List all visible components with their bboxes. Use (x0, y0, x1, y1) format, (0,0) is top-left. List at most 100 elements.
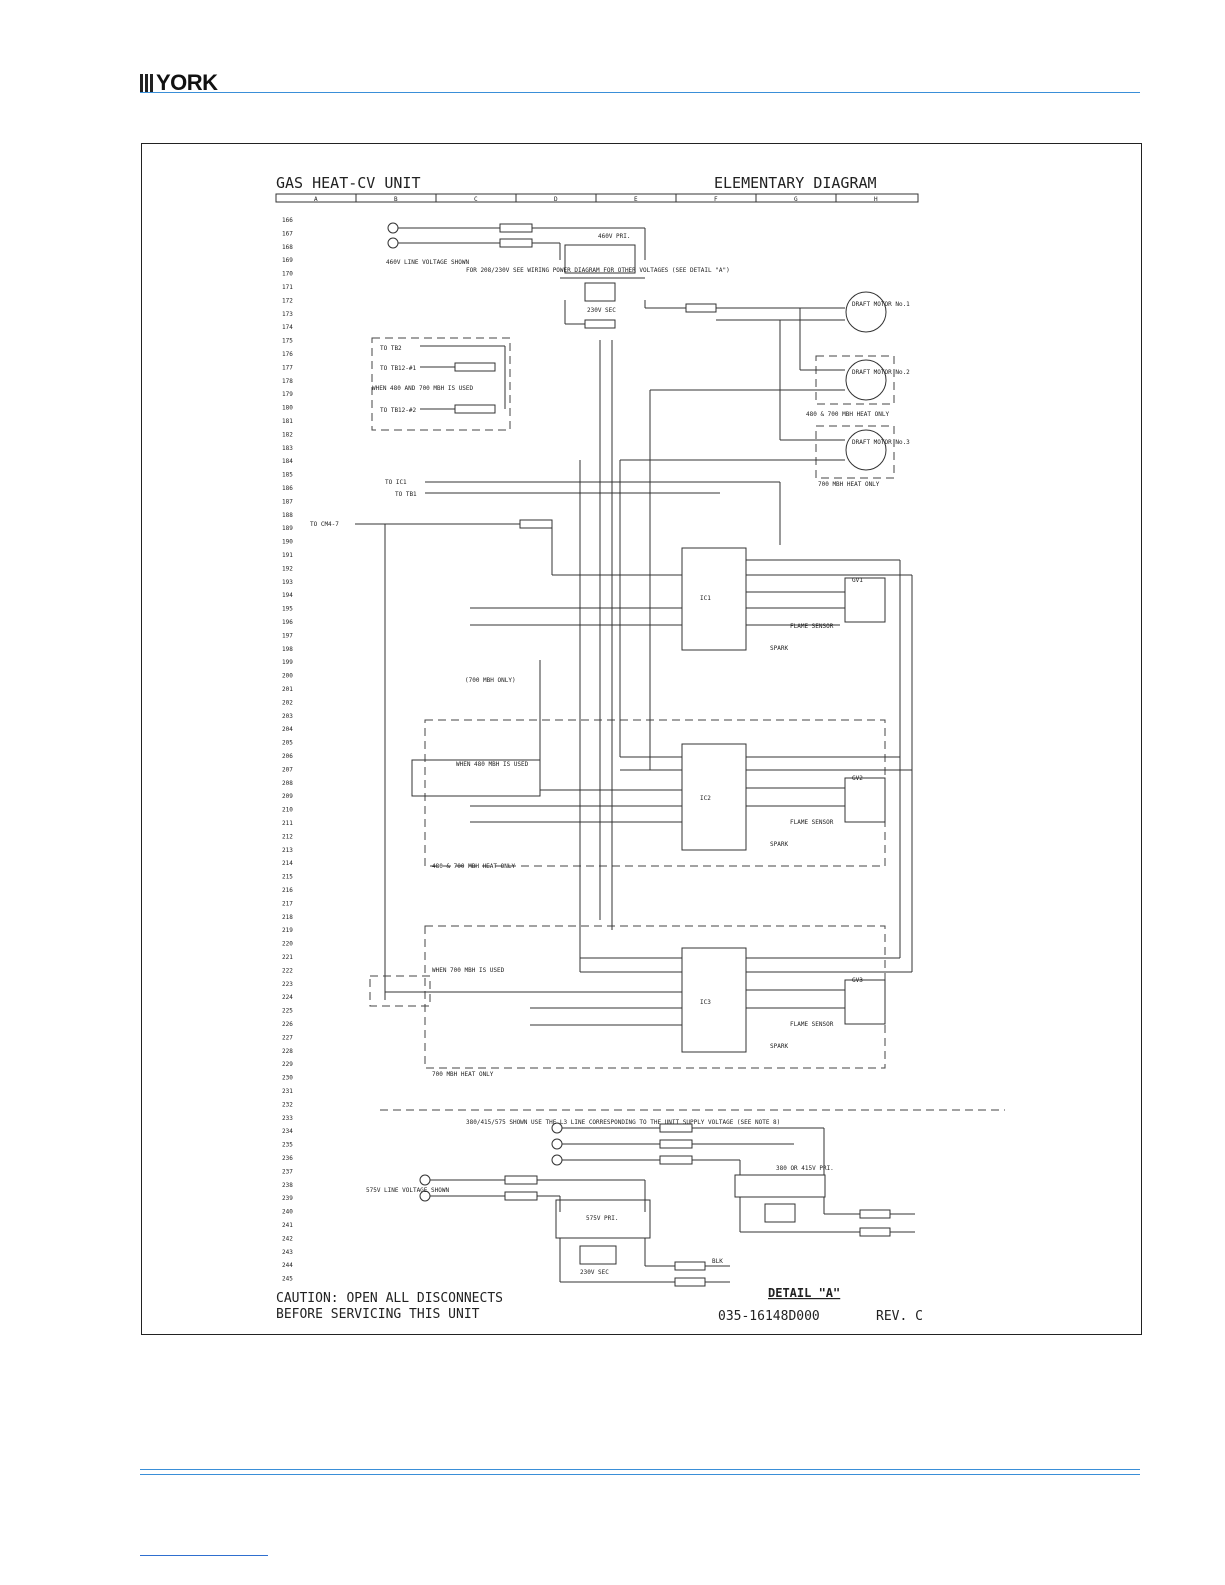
line-number: 216 (282, 887, 293, 894)
line-number: 195 (282, 606, 293, 613)
line-number: 221 (282, 954, 293, 961)
line-number: 224 (282, 994, 293, 1001)
line-number: 235 (282, 1142, 293, 1149)
to-tb12-1-label: TO TB12-#1 (380, 365, 417, 372)
line-number: 222 (282, 967, 293, 974)
line-number: 214 (282, 860, 293, 867)
ic1-label: IC1 (700, 595, 711, 602)
line-number: 166 (282, 217, 293, 224)
grid-letter: C (474, 196, 478, 203)
draft-motors: DRAFT MOTOR No.1 DRAFT MOTOR No.2 480 & … (620, 291, 910, 488)
ic3-section: WHEN 700 MBH IS USED 700 MBH HEAT ONLY I… (369, 925, 912, 1078)
line-number: 227 (282, 1034, 293, 1041)
ic3-label: IC3 (700, 999, 711, 1006)
grid-letter: F (714, 196, 718, 203)
ic2-section: WHEN 480 MBH IS USED 480 & 700 MBH HEAT … (411, 719, 912, 870)
flame-sensor-label-1: FLAME SENSOR (790, 623, 834, 630)
line-number: 169 (282, 257, 293, 264)
line-numbers: 1661671681691701711721731741751761771781… (282, 217, 293, 1283)
to-tb12-2-label: TO TB12-#2 (380, 407, 417, 414)
spark-label-3: SPARK (770, 1043, 788, 1050)
xfmr-575-label: 575V PRI. (586, 1215, 619, 1222)
line-number: 179 (282, 391, 293, 398)
relay-section: TO TB2 TO TB12-#1 WHEN 480 AND 700 MBH I… (371, 337, 511, 431)
line-number: 186 (282, 485, 293, 492)
line-number: 207 (282, 766, 293, 773)
line-number: 243 (282, 1249, 293, 1256)
line-number: 232 (282, 1101, 293, 1108)
xfmr-230-label: 230V SEC (580, 1269, 609, 1276)
only-480-700-label: 480 & 700 MBH HEAT ONLY (806, 411, 889, 418)
line-number: 226 (282, 1021, 293, 1028)
spark-label-1: SPARK (770, 645, 788, 652)
line-number: 199 (282, 659, 293, 666)
line-number: 192 (282, 565, 293, 572)
drawing-number: 035-16148D000 (718, 1309, 820, 1324)
line-number: 168 (282, 244, 293, 251)
detail-a-label: DETAIL "A" (768, 1286, 840, 1300)
draft-motor-3-label: DRAFT MOTOR No.3 (852, 439, 910, 446)
draft-motor-2-label: DRAFT MOTOR No.2 (852, 369, 910, 376)
to-ic1-label: TO IC1 (385, 479, 407, 486)
line-number: 183 (282, 445, 293, 452)
line-number: 217 (282, 900, 293, 907)
line-number: 225 (282, 1008, 293, 1015)
column-grid: A B C D E F G H (275, 193, 919, 203)
line-number: 175 (282, 338, 293, 345)
top-power-section: 460V PRI. 230V SEC 460V LINE VOLTAGE SHO… (386, 222, 845, 329)
line-number: 196 (282, 619, 293, 626)
line-number: 198 (282, 646, 293, 653)
when-700-label: WHEN 700 MBH IS USED (432, 967, 505, 974)
line-number: 218 (282, 914, 293, 921)
grid-letter: E (634, 196, 638, 203)
line-number: 208 (282, 780, 293, 787)
line-number: 190 (282, 539, 293, 546)
draft-motor-1-label: DRAFT MOTOR No.1 (852, 301, 910, 308)
gv1-label: GV1 (852, 577, 863, 584)
grid-letter: D (554, 196, 558, 203)
line-number: 200 (282, 673, 293, 680)
grid-letter: G (794, 196, 798, 203)
flame-sensor-label-2: FLAME SENSOR (790, 819, 834, 826)
line-number: 238 (282, 1182, 293, 1189)
note-208: FOR 208/230V SEE WIRING POWER DIAGRAM FO… (466, 267, 730, 274)
detail-a-section: 380/415/575 SHOWN USE THE L3 LINE CORRES… (366, 1119, 915, 1287)
line-number: 194 (282, 592, 293, 599)
to-tb1-label: TO TB1 (395, 491, 417, 498)
when-480-700-label: WHEN 480 AND 700 MBH IS USED (372, 385, 474, 392)
xfmr-380-label: 380 OR 415V PRI. (776, 1165, 834, 1172)
caution-line-2: BEFORE SERVICING THIS UNIT (276, 1307, 480, 1322)
line-number: 201 (282, 686, 293, 693)
diagram-frame (141, 143, 1142, 1335)
line-number: 187 (282, 498, 293, 505)
line-number: 205 (282, 740, 293, 747)
line-number: 188 (282, 512, 293, 519)
line-number: 173 (282, 311, 293, 318)
footnote-rule (140, 1555, 268, 1556)
line-number: 167 (282, 230, 293, 237)
line-number: 182 (282, 431, 293, 438)
line-number: 219 (282, 927, 293, 934)
line-number: 203 (282, 713, 293, 720)
line-number: 178 (282, 378, 293, 385)
line-number: 197 (282, 632, 293, 639)
only-700-b-label: 700 MBH HEAT ONLY (432, 1071, 494, 1078)
flame-sensor-label-3: FLAME SENSOR (790, 1021, 834, 1028)
grid-letter: H (874, 196, 878, 203)
line-number: 239 (282, 1195, 293, 1202)
line-voltage-note: 460V LINE VOLTAGE SHOWN (386, 259, 469, 266)
line-number: 191 (282, 552, 293, 559)
line-number: 241 (282, 1222, 293, 1229)
line-number: 209 (282, 793, 293, 800)
only-700-label: 700 MBH HEAT ONLY (818, 481, 880, 488)
when-480-label: WHEN 480 MBH IS USED (456, 761, 529, 768)
line-number: 177 (282, 364, 293, 371)
header-rule (140, 92, 1140, 93)
line-number: 181 (282, 418, 293, 425)
line-number: 171 (282, 284, 293, 291)
footer-rule-2 (140, 1474, 1140, 1475)
line-number: 245 (282, 1276, 293, 1283)
line-number: 228 (282, 1048, 293, 1055)
revision-label: REV. C (876, 1309, 923, 1324)
